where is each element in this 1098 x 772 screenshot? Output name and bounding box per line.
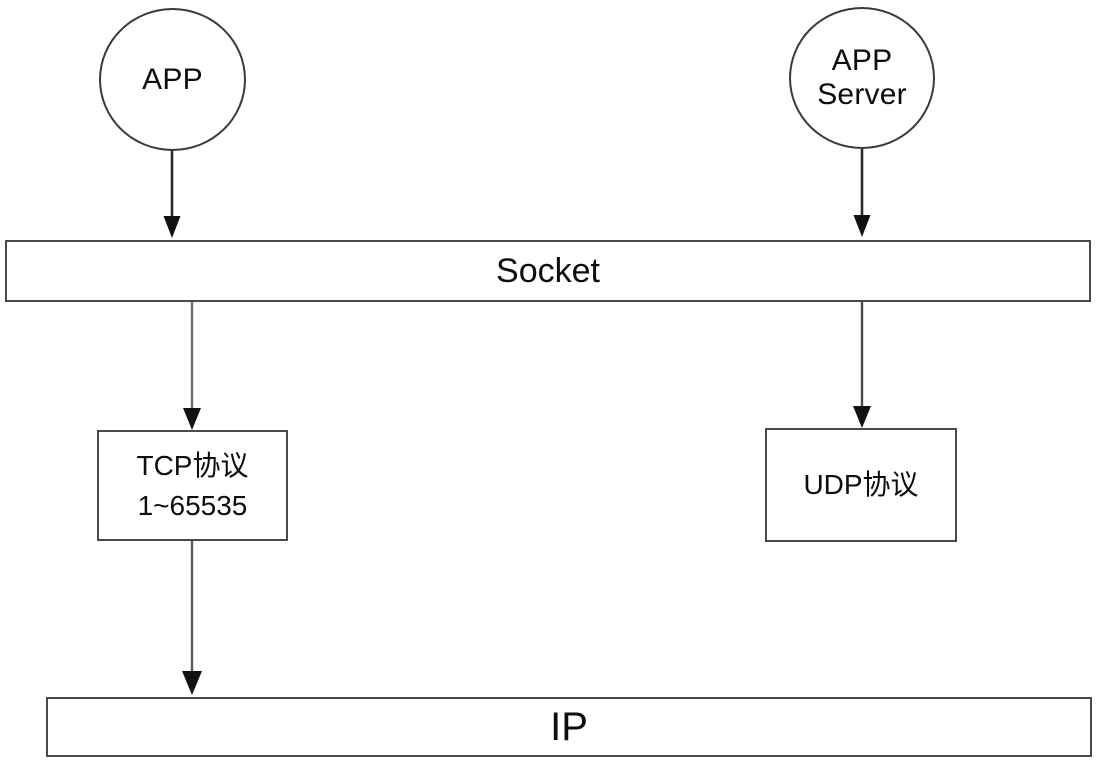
node-socket[interactable]: Socket bbox=[5, 240, 1091, 302]
connector-socket-to-tcp bbox=[182, 302, 204, 431]
node-app-label: APP bbox=[142, 62, 203, 96]
node-tcp[interactable]: TCP协议 1~65535 bbox=[97, 430, 288, 541]
node-app-server[interactable]: APP Server bbox=[789, 7, 935, 149]
connector-tcp-to-ip bbox=[182, 541, 204, 697]
connector-app-to-socket bbox=[161, 150, 183, 240]
node-app[interactable]: APP bbox=[99, 8, 246, 151]
node-udp[interactable]: UDP协议 bbox=[765, 428, 957, 542]
node-socket-label: Socket bbox=[496, 252, 600, 290]
connector-socket-to-udp bbox=[852, 302, 874, 429]
node-tcp-label-portrange: 1~65535 bbox=[137, 489, 248, 521]
connector-appserver-to-socket bbox=[851, 148, 873, 240]
node-udp-label-protocol: UDP协议 bbox=[803, 469, 919, 501]
node-app-server-label: APP Server bbox=[817, 44, 907, 111]
node-ip-label: IP bbox=[550, 705, 588, 749]
node-tcp-label-protocol: TCP协议 bbox=[136, 449, 249, 481]
node-ip[interactable]: IP bbox=[46, 697, 1092, 757]
